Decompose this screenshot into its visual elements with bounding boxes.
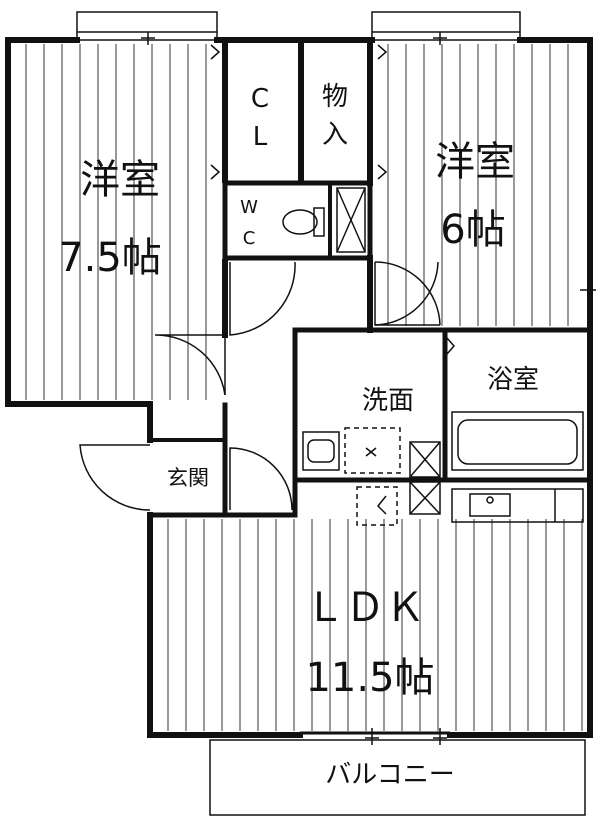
doors xyxy=(79,261,441,511)
toilet-label-bottom: C xyxy=(242,228,256,249)
western-right-name: 洋室 xyxy=(435,139,515,185)
storage-label-bottom: 入 xyxy=(321,120,348,150)
bathroom-label: 浴室 xyxy=(486,365,539,395)
closet-label-bottom: L xyxy=(252,122,268,152)
western-left-name: 洋室 xyxy=(80,157,160,203)
entrance-label: 玄関 xyxy=(167,466,209,490)
toilet-label-top: W xyxy=(240,197,258,218)
flooring-hatch xyxy=(25,44,583,731)
western-right-size: 6帖 xyxy=(440,207,506,253)
windows xyxy=(76,11,521,45)
balcony-outline xyxy=(209,728,586,816)
storage-label-top: 物 xyxy=(321,82,348,112)
ldk-size: 11.5帖 xyxy=(305,655,435,701)
closet-label-top: C xyxy=(250,84,270,114)
fixtures xyxy=(210,44,596,526)
balcony-label: バルコニー xyxy=(325,760,455,790)
washroom-label: 洗面 xyxy=(361,386,414,416)
western-left-size: 7.5帖 xyxy=(58,235,162,281)
ldk-name: ＬＤＫ xyxy=(305,585,425,631)
walls xyxy=(5,37,593,738)
